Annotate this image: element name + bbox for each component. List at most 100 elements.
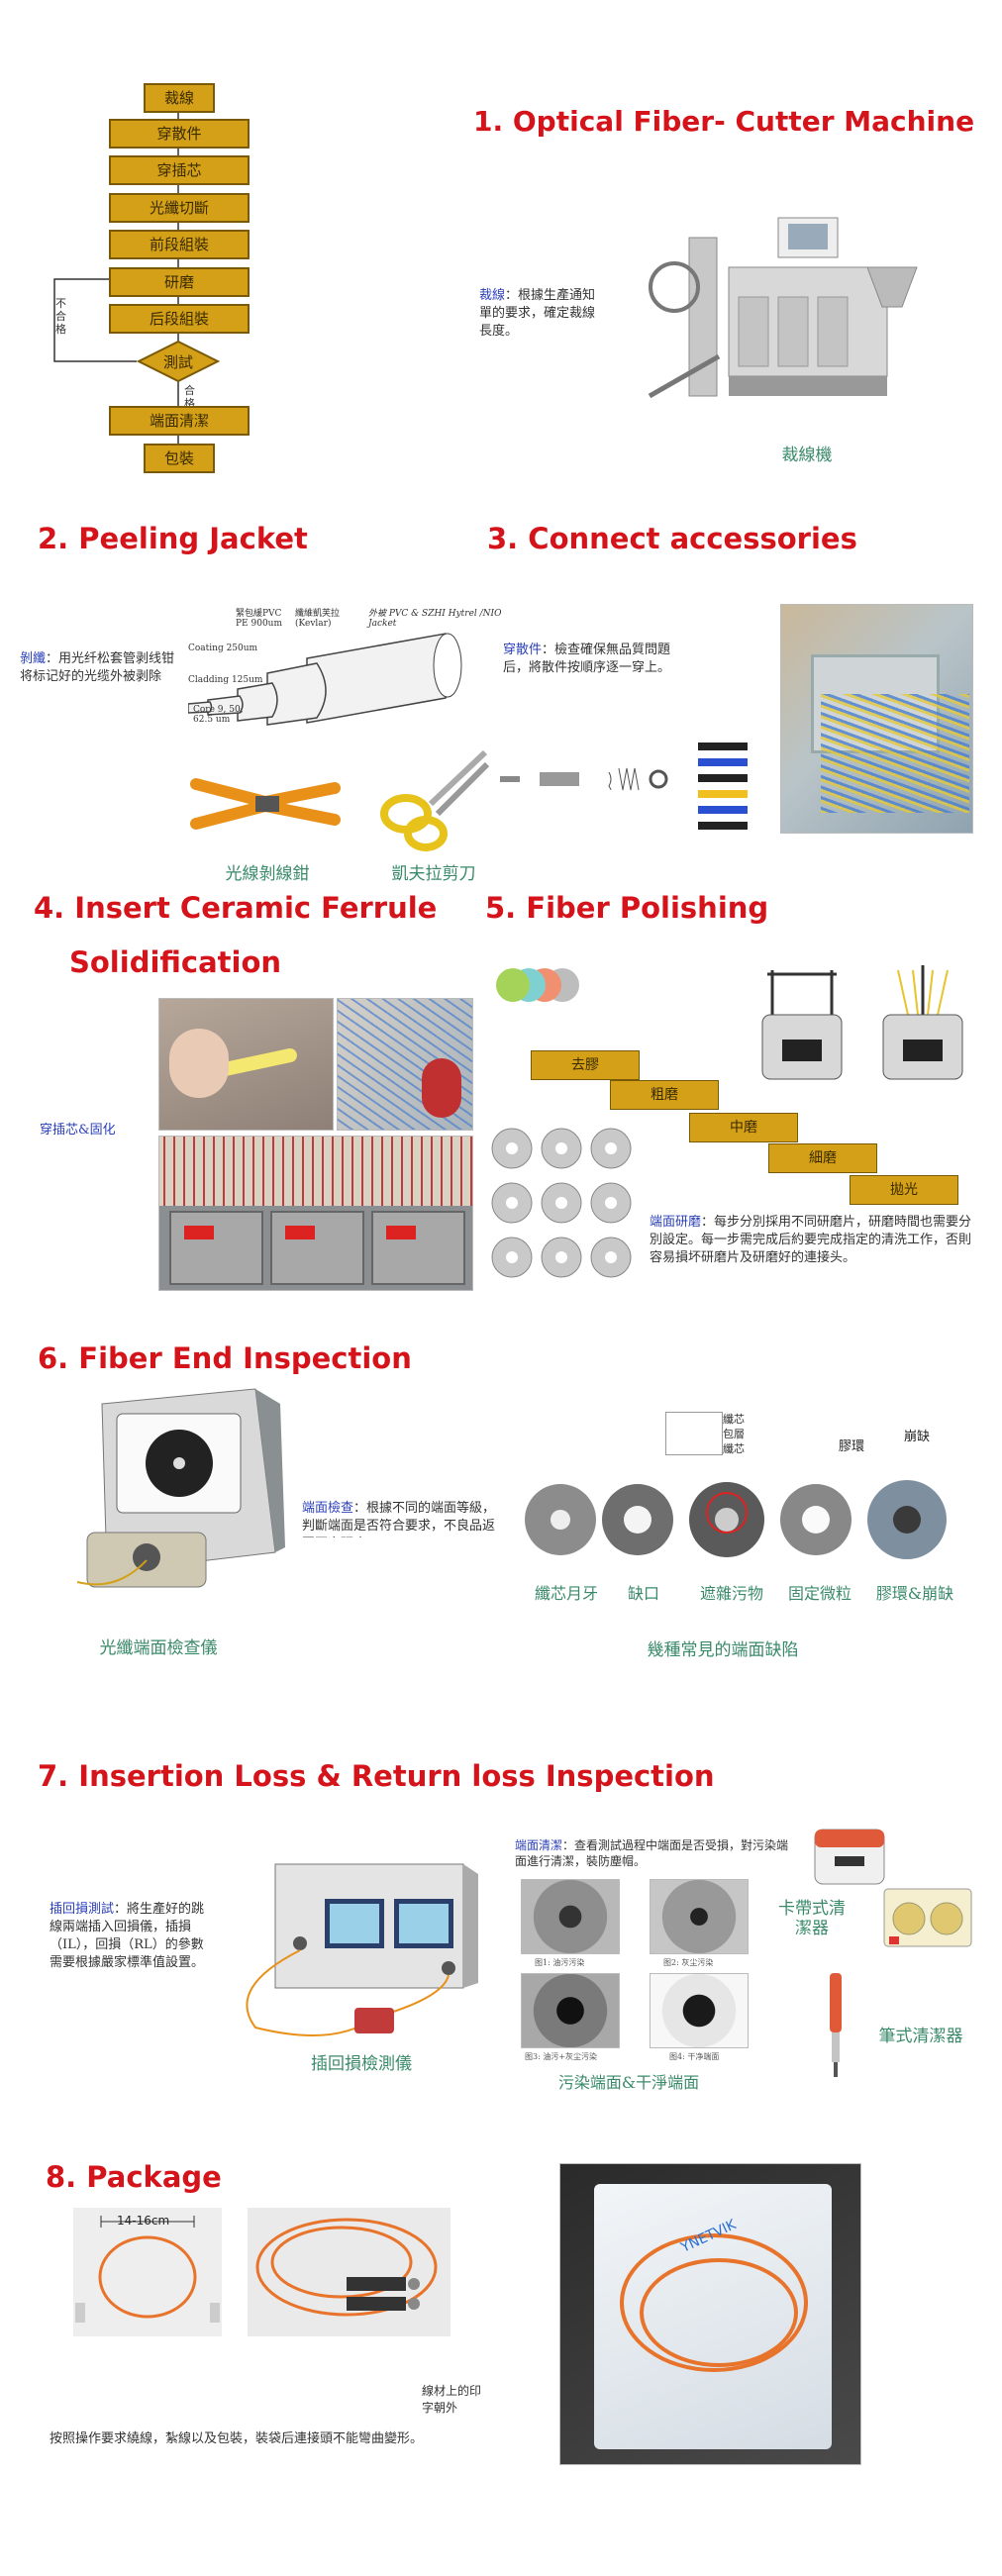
print-facing-label: 線材上的印字朝外 — [422, 2384, 482, 2415]
section-1-note-key: 裁線 — [479, 288, 506, 303]
endface-thumb-oil-dust — [521, 1973, 620, 2048]
fiber-label-core: Core 9, 50, 62.5 um — [193, 705, 244, 725]
defect-particles: 固定微粒 — [787, 1584, 852, 1603]
ferrule-fibers-photo — [337, 998, 473, 1131]
section-7-clean-key: 端面清潔 — [515, 1838, 563, 1852]
flow-step-fiber-cut: 光纖切斷 — [109, 193, 250, 223]
assembly-work-photo — [780, 604, 973, 834]
st-patch-cord-image — [248, 2208, 451, 2336]
section-2-note: 剝纖：用光纤松套管剥线钳将标记好的光缆外被剥除 — [20, 650, 178, 686]
section-5-note-key: 端面研磨 — [650, 1215, 702, 1230]
connector-parts-image — [500, 743, 748, 830]
section-4-note: 穿插芯&固化 — [40, 1122, 116, 1139]
tape-cleaner-cassette — [883, 1888, 972, 1947]
section-6-heading: 6. Fiber End Inspection — [38, 1341, 412, 1375]
section-6-note-key: 端面檢查 — [302, 1501, 354, 1516]
polishing-machine-1 — [761, 970, 843, 1080]
flow-step-front-assembly: 前段組裝 — [109, 230, 250, 259]
polish-step-coarse: 粗磨 — [610, 1080, 719, 1110]
section-4-note-text: 穿插芯&固化 — [40, 1123, 116, 1138]
section-8-note: 按照操作要求繞線，紮線以及包裝，裝袋后連接頭不能彎曲變形。 — [50, 2431, 424, 2446]
endface-thumb-clean — [650, 1973, 749, 2048]
thumb-label-clean: 图4: 干净端面 — [669, 2052, 720, 2061]
fiber-label-tight: 緊包緩PVC PE 900um — [236, 609, 282, 629]
section-2-heading: 2. Peeling Jacket — [38, 522, 308, 555]
section-7-note-text: ：將生產好的跳線兩端插入回損儀，插損（IL），回損（RL）的參數需要根據嚴家標準… — [50, 1902, 205, 1970]
polish-step-medium: 中磨 — [689, 1113, 798, 1142]
section-7-clean-note: 端面清潔：查看測試過程中端面是否受損，對污染端面進行清潔，裝防塵帽。 — [515, 1837, 792, 1869]
stripper-caption: 光線剝線鉗 — [225, 864, 310, 884]
scissors-caption: 凱夫拉剪刀 — [391, 864, 476, 884]
fiber-label-kevlar: 纖維凱芙拉(Kevlar) — [295, 609, 341, 629]
section-7-heading: 7. Insertion Loss & Return loss Inspecti… — [38, 1759, 715, 1793]
cutter-machine-image — [648, 217, 918, 399]
polishing-fixtures-grid — [491, 1128, 632, 1278]
flow-step-ferrule: 穿插芯 — [109, 155, 250, 185]
thumb-label-oil: 图1: 油污污染 — [535, 1958, 585, 1967]
ferrule-hand-photo — [158, 998, 334, 1131]
polishing-film-discs — [496, 968, 579, 1002]
section-6-note: 端面檢查：根據不同的端面等級，判斷端面是否符合要求，不良品返回再次研磨。 — [302, 1500, 500, 1537]
endface-label-core: 纖芯 — [723, 1413, 745, 1426]
coil-length-label: 14-16cm — [117, 2214, 170, 2228]
defect-core-crescent: 纖芯月牙 — [534, 1584, 598, 1603]
section-8-heading: 8. Package — [46, 2160, 222, 2194]
defect-label-glue-ring: 膠環 — [839, 1439, 865, 1454]
loss-meter-caption: 插回損檢測儀 — [311, 2054, 412, 2074]
polish-step-remove-glue: 去膠 — [531, 1050, 640, 1080]
section-7-clean-text: ：查看測試過程中端面是否受損，對污染端面進行清潔，裝防塵帽。 — [515, 1838, 789, 1868]
fiber-stripper-image — [190, 778, 341, 830]
fiber-label-cladding: Cladding 125um — [188, 675, 263, 685]
endface-thumb-dust — [650, 1879, 749, 1954]
section-1-note-text: ：根據生產通知單的要求，確定裁線長度。 — [479, 288, 596, 339]
packaged-cord-photo: YNETVIK — [559, 2163, 861, 2465]
patch-cord-coil-image — [73, 2208, 222, 2336]
endface-label-core-2: 纖芯 — [723, 1442, 745, 1455]
section-3-note-key: 穿散件 — [503, 643, 543, 657]
fiber-label-jacket: 外被 PVC & SZHI Hytrel /NIO Jacket — [368, 609, 502, 629]
section-2-note-key: 剝纖 — [20, 651, 47, 666]
section-5-heading: 5. Fiber Polishing — [485, 891, 769, 925]
flow-pass-label: 合格 — [184, 384, 195, 410]
cutter-machine-caption: 裁線機 — [781, 446, 833, 465]
polish-step-final: 拋光 — [850, 1175, 958, 1205]
tape-cleaner-caption: 卡帶式清潔器 — [778, 1899, 846, 1938]
flow-test-diamond — [137, 340, 220, 383]
thumb-label-dust: 图2: 灰尘污染 — [663, 1958, 714, 1967]
section-3-note-text: ：檢查確保無品質問題后，將散件按順序逐一穿上。 — [503, 643, 671, 675]
defect-contamination: 遮雜污物 — [699, 1584, 763, 1603]
defect-notch: 缺口 — [627, 1584, 659, 1603]
section-1-heading: 1. Optical Fiber- Cutter Machine — [473, 105, 975, 138]
inspector-caption: 光纖端面檢查儀 — [99, 1638, 218, 1658]
endface-legend — [665, 1412, 723, 1455]
loss-meter-image — [246, 1863, 478, 2036]
defects-caption: 幾種常見的端面缺陷 — [647, 1640, 799, 1660]
flow-step-polish: 研磨 — [109, 267, 250, 297]
section-1-note: 裁線：根據生產通知單的要求，確定裁線長度。 — [479, 287, 606, 341]
defect-ring-chip: 膠環&崩缺 — [875, 1584, 954, 1603]
section-4-heading-line2: Solidification — [69, 945, 282, 979]
flow-step-package: 包裝 — [144, 444, 215, 473]
curing-oven-photo — [158, 1136, 473, 1291]
section-5-note: 端面研磨：每步分別採用不同研磨片，研磨時間也需要分別設定。每一步需完成后約要完成… — [650, 1214, 978, 1267]
flow-step-rear-assembly: 后段組裝 — [109, 304, 250, 334]
section-3-heading: 3. Connect accessories — [487, 522, 857, 555]
polish-step-fine: 細磨 — [768, 1143, 877, 1173]
tape-cleaner-image — [814, 1829, 885, 1885]
thumb-label-oil-dust: 图3: 油污+灰尘污染 — [525, 2052, 598, 2061]
section-5-note-text: ：每步分別採用不同研磨片，研磨時間也需要分別設定。每一步需完成后約要完成指定的清… — [650, 1215, 972, 1265]
flow-step-cut: 裁線 — [144, 83, 215, 113]
endface-inspector-image — [77, 1388, 285, 1588]
section-2-note-text: ：用光纤松套管剥线钳将标记好的光缆外被剥除 — [20, 651, 175, 684]
section-7-note-key: 插回損測試 — [50, 1902, 115, 1917]
fiber-structure-diagram — [188, 633, 462, 726]
polishing-machine-2 — [882, 965, 963, 1080]
endface-defect-images — [525, 1480, 947, 1559]
fiber-label-coating: Coating 250um — [188, 644, 258, 653]
section-7-note: 插回損測試：將生產好的跳線兩端插入回損儀，插損（IL），回損（RL）的參數需要根… — [50, 1901, 216, 1972]
pen-cleaner-caption: 筆式清潔器 — [878, 2027, 963, 2046]
section-3-note: 穿散件：檢查確保無品質問題后，將散件按順序逐一穿上。 — [503, 642, 671, 677]
section-6-note-text: ：根據不同的端面等級，判斷端面是否符合要求，不良品返回再次研磨。 — [302, 1501, 496, 1537]
section-4-heading-line1: 4. Insert Ceramic Ferrule — [34, 891, 438, 925]
endface-thumb-oil — [521, 1879, 620, 1954]
